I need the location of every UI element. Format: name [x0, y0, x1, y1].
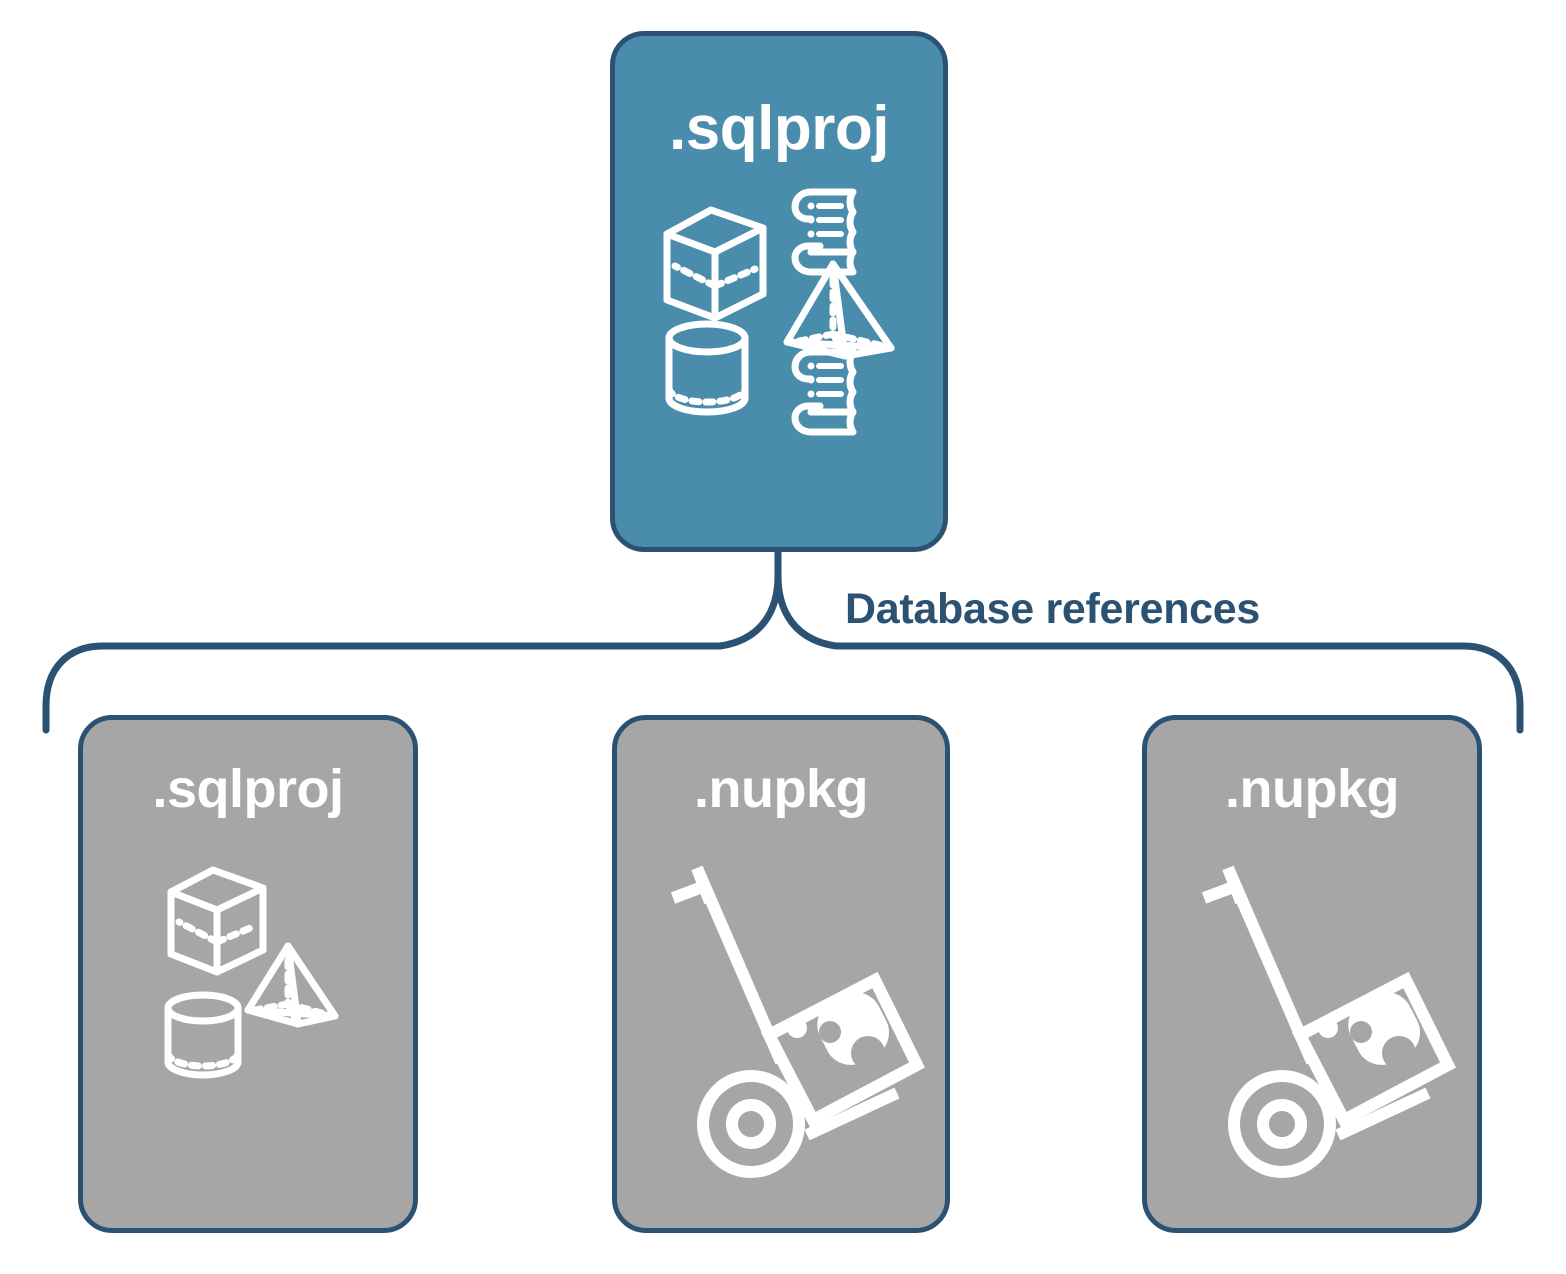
sqlproj-reference-icon-group: [83, 860, 413, 1100]
cube-icon: [167, 866, 267, 976]
card-title-nupkg-2: .nupkg: [1225, 759, 1399, 819]
card-sqlproj-parent[interactable]: .sqlproj: [610, 31, 948, 552]
cylinder-icon: [665, 320, 749, 416]
nupkg-icon-group-2: [1147, 850, 1477, 1180]
connector-label: Database references: [845, 585, 1260, 633]
wheel-icon: [697, 1070, 805, 1178]
card-nupkg-reference-2[interactable]: .nupkg: [1142, 715, 1482, 1233]
cylinder-icon: [164, 991, 242, 1079]
hand-truck-package-icon: [1201, 865, 1456, 1178]
pyramid-icon: [244, 942, 339, 1028]
nupkg-icon-group-1: [617, 850, 945, 1180]
nuget-logo-dot: [787, 1018, 807, 1038]
wheel-icon: [1228, 1070, 1336, 1178]
script-scroll-bullets-2: [807, 362, 815, 398]
script-scroll-icon-2: [791, 348, 857, 436]
script-scroll-bullets: [807, 202, 815, 238]
connector-brace-left: [42, 572, 782, 734]
hand-truck-package-icon: [670, 865, 925, 1178]
script-scroll-icon: [791, 188, 857, 276]
nuget-logo-dot: [1318, 1018, 1338, 1038]
card-nupkg-reference-1[interactable]: .nupkg: [612, 715, 950, 1233]
card-title-sqlproj-parent: .sqlproj: [669, 94, 889, 163]
pyramid-icon: [783, 260, 895, 360]
card-sqlproj-reference[interactable]: .sqlproj: [78, 715, 418, 1233]
card-title-nupkg-1: .nupkg: [694, 759, 868, 819]
cube-icon: [663, 206, 767, 322]
card-title-sqlproj-reference: .sqlproj: [152, 759, 344, 819]
nuget-logo-holes: [1350, 1021, 1416, 1070]
parent-icon-group: [615, 166, 943, 446]
nuget-logo-holes: [819, 1021, 885, 1070]
